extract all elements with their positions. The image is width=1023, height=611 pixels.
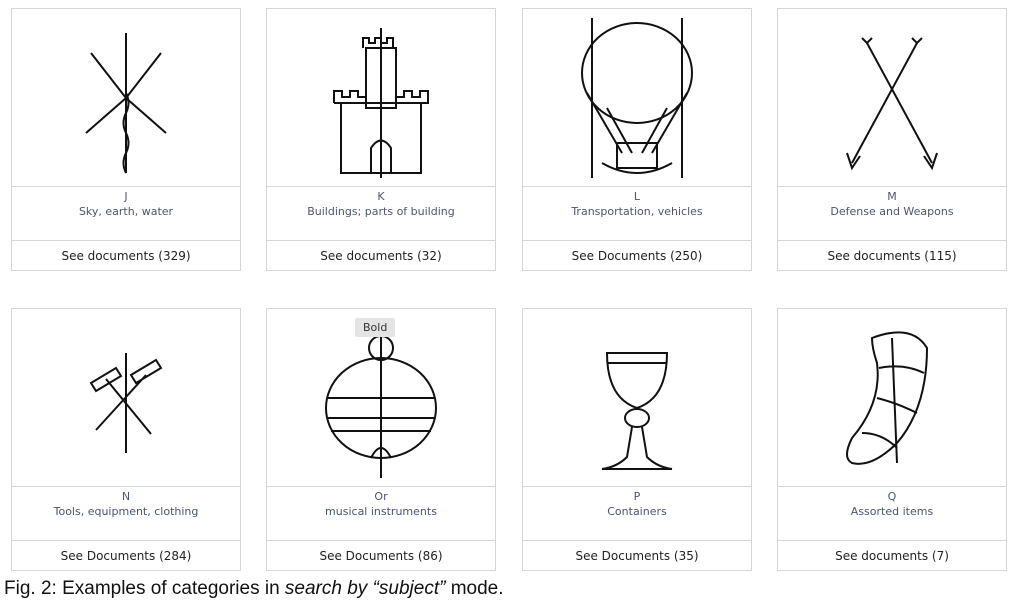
category-card: K Buildings; parts of building See docum…	[266, 8, 496, 271]
category-card: Q Assorted items See documents (7)	[777, 308, 1007, 571]
category-label: J Sky, earth, water	[12, 187, 240, 241]
category-code: J	[124, 190, 128, 203]
category-image[interactable]	[523, 9, 751, 187]
balloon-icon	[581, 17, 693, 178]
category-label: P Containers	[523, 487, 751, 541]
category-card: L Transportation, vehicles See Documents…	[522, 8, 752, 271]
category-card: P Containers See Documents (35)	[522, 308, 752, 571]
see-documents-button[interactable]: See Documents (35)	[575, 549, 699, 563]
category-card: Bold Or musical instruments See Document…	[266, 308, 496, 571]
bell-icon	[325, 332, 437, 478]
category-name: Assorted items	[850, 505, 934, 518]
category-label: M Defense and Weapons	[778, 187, 1006, 241]
category-image[interactable]	[267, 9, 495, 187]
category-label: Q Assorted items	[778, 487, 1006, 541]
category-image[interactable]	[778, 9, 1006, 187]
category-name: Defense and Weapons	[830, 205, 954, 218]
see-documents-button[interactable]: See Documents (284)	[60, 549, 192, 563]
crescent-icon	[846, 330, 929, 465]
category-name: Buildings; parts of building	[307, 205, 455, 218]
castle-icon	[333, 27, 429, 178]
caption-text: Fig. 2: Examples of categories in	[4, 578, 285, 599]
category-card: N Tools, equipment, clothing See Documen…	[11, 308, 241, 571]
category-label: L Transportation, vehicles	[523, 187, 751, 241]
category-label: Or musical instruments	[267, 487, 495, 541]
crossed-hammers-icon	[89, 352, 163, 453]
category-card: J Sky, earth, water See documents (329)	[11, 8, 241, 271]
category-image[interactable]	[778, 309, 1006, 487]
category-image[interactable]	[12, 9, 240, 187]
category-card: M Defense and Weapons See documents (115…	[777, 8, 1007, 271]
category-code: Or	[374, 490, 388, 503]
category-image[interactable]	[523, 309, 751, 487]
see-documents-button[interactable]: See documents (7)	[835, 549, 949, 563]
category-name: Sky, earth, water	[78, 205, 174, 218]
category-code: N	[121, 490, 131, 503]
category-name: Tools, equipment, clothing	[53, 505, 199, 518]
category-image[interactable]	[12, 309, 240, 487]
category-label: N Tools, equipment, clothing	[12, 487, 240, 541]
see-documents-button[interactable]: See Documents (86)	[319, 549, 443, 563]
see-documents-button[interactable]: See documents (115)	[827, 249, 957, 263]
category-name: Transportation, vehicles	[571, 205, 703, 218]
tooltip: Bold	[355, 318, 396, 337]
category-code: K	[377, 190, 385, 203]
see-documents-button[interactable]: See documents (32)	[320, 249, 442, 263]
caption-italic: search by “subject”	[284, 578, 446, 599]
category-code: Q	[887, 490, 897, 503]
category-name: musical instruments	[325, 505, 437, 518]
category-code: L	[633, 190, 641, 203]
category-label: K Buildings; parts of building	[267, 187, 495, 241]
see-documents-button[interactable]: See documents (329)	[61, 249, 191, 263]
goblet-icon	[601, 351, 673, 470]
see-documents-button[interactable]: See Documents (250)	[571, 249, 703, 263]
category-code: P	[633, 490, 641, 503]
category-name: Containers	[607, 505, 667, 518]
star-icon	[85, 32, 167, 173]
figure-caption: Fig. 2: Examples of categories in search…	[4, 578, 504, 600]
crossed-arrows-icon	[846, 36, 938, 170]
caption-suffix: mode.	[445, 578, 504, 599]
category-code: M	[887, 190, 897, 203]
category-image[interactable]: Bold	[267, 309, 495, 487]
